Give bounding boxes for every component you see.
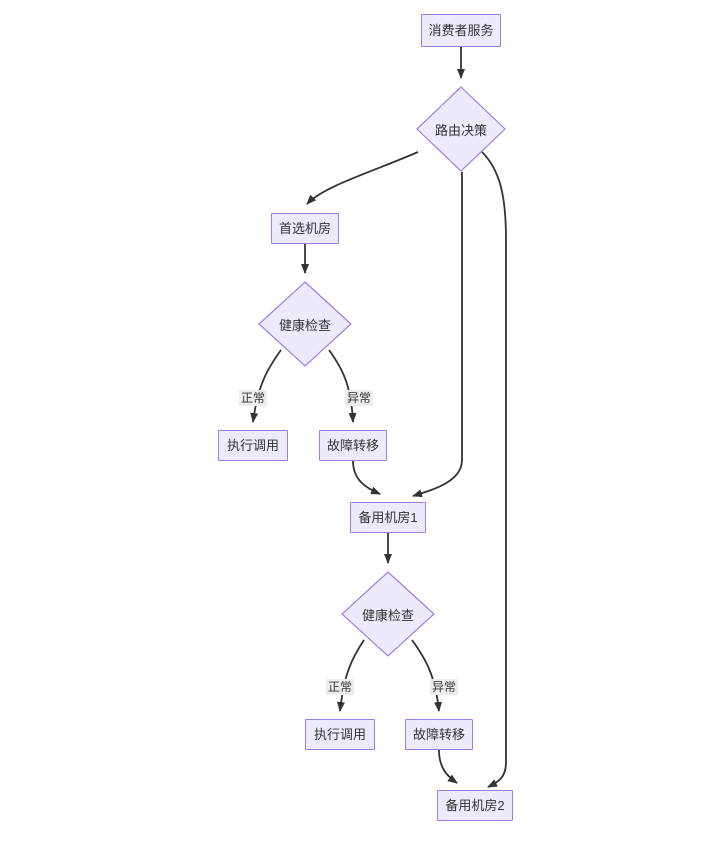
edge-health2-to-failover2	[411, 639, 443, 712]
node-backup-datacenter-2[interactable]: 备用机房2	[437, 790, 513, 821]
node-label: 执行调用	[226, 438, 279, 453]
diamond-shape	[416, 86, 506, 172]
edge-routing-to-backup1	[412, 172, 463, 498]
node-label: 备用机房2	[445, 798, 505, 813]
node-invoke-call-2[interactable]: 执行调用	[305, 719, 375, 750]
node-health-check-1[interactable]: 健康检查	[258, 281, 352, 367]
node-label: 故障转移	[412, 727, 465, 742]
diamond-shape	[341, 571, 435, 657]
edge-routing-to-primary	[306, 151, 419, 205]
node-label: 执行调用	[313, 727, 366, 742]
node-invoke-call-1[interactable]: 执行调用	[218, 430, 288, 461]
edge-label-abnormal-2: 异常	[429, 679, 459, 695]
node-failover-1[interactable]: 故障转移	[319, 430, 387, 461]
node-label: 备用机房1	[358, 510, 418, 525]
edge-label-abnormal-1: 异常	[344, 390, 374, 406]
diamond-shape	[258, 281, 352, 367]
edge-health1-to-invoke1	[250, 349, 282, 423]
node-failover-2[interactable]: 故障转移	[405, 719, 473, 750]
edge-failover2-to-backup2	[438, 749, 458, 784]
node-label: 首选机房	[278, 221, 331, 236]
edge-label-normal-1: 正常	[238, 390, 268, 406]
node-backup-datacenter-1[interactable]: 备用机房1	[350, 502, 426, 533]
node-label: 故障转移	[326, 438, 379, 453]
node-routing-decision[interactable]: 路由决策	[416, 86, 506, 172]
edge-health1-to-failover1	[328, 349, 357, 423]
edge-routing-to-backup2	[481, 151, 507, 788]
node-label: 消费者服务	[428, 23, 494, 38]
node-primary-datacenter[interactable]: 首选机房	[271, 213, 339, 244]
node-label: 健康检查	[278, 317, 331, 333]
edge-label-normal-2: 正常	[325, 679, 355, 695]
node-label: 健康检查	[361, 607, 414, 623]
node-consumer-service[interactable]: 消费者服务	[421, 14, 501, 47]
edge-health2-to-invoke2	[336, 639, 365, 712]
edge-failover1-to-backup1	[352, 460, 381, 495]
node-health-check-2[interactable]: 健康检查	[341, 571, 435, 657]
node-label: 路由决策	[434, 122, 487, 138]
